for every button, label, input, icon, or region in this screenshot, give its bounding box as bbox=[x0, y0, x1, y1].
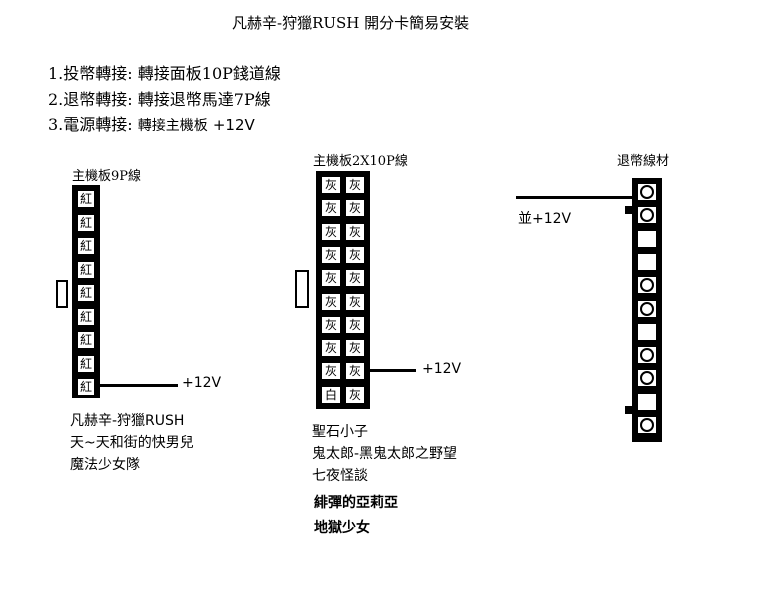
connector1-pin: 紅 bbox=[76, 306, 96, 327]
connector1-pin: 紅 bbox=[76, 189, 96, 209]
connector1-pin: 紅 bbox=[76, 259, 96, 280]
connector2-game-5: 地獄少女 bbox=[314, 520, 370, 536]
connector3-pin-hole bbox=[636, 298, 658, 319]
connector3-pin-hole bbox=[636, 368, 658, 389]
connector1-pin: 紅 bbox=[76, 212, 96, 233]
connector2-pin: 白 bbox=[320, 384, 342, 405]
hole-icon bbox=[640, 278, 654, 293]
hole-icon bbox=[640, 301, 654, 316]
step-3-head: 3.電源轉接: bbox=[48, 115, 133, 134]
connector1-game-3: 魔法少女隊 bbox=[70, 457, 140, 473]
step-3-body: 轉接主機板 bbox=[137, 118, 208, 134]
connector1-pin: 紅 bbox=[76, 330, 96, 350]
connector3-pin-hole bbox=[636, 205, 658, 226]
step-1: 1.投幣轉接: 轉接面板10P錢道線 bbox=[48, 60, 281, 84]
hole-icon bbox=[640, 185, 654, 199]
connector3-pin-hole bbox=[636, 275, 658, 296]
connector3-wire bbox=[516, 196, 634, 199]
connector2-pin: 灰 bbox=[344, 361, 366, 382]
connector1-label: 主機板9P線 bbox=[72, 169, 142, 184]
connector1-wire-label: +12V bbox=[182, 375, 222, 391]
connector1-pin: 紅 bbox=[76, 377, 96, 397]
connector2-pin: 灰 bbox=[344, 198, 366, 219]
step-2-body: 轉接退幣馬達7P線 bbox=[137, 90, 271, 109]
step-1-body: 轉接面板10P錢道線 bbox=[137, 64, 281, 83]
connector2-pin: 灰 bbox=[320, 221, 342, 242]
step-3-extra: +12V bbox=[212, 116, 255, 134]
connector2-pin: 灰 bbox=[320, 268, 342, 289]
connector2-pin: 灰 bbox=[320, 175, 342, 195]
step-2-head: 2.退幣轉接: bbox=[48, 90, 133, 109]
connector2-pin: 灰 bbox=[344, 221, 366, 242]
connector3-wire-label: 並+12V bbox=[518, 211, 572, 227]
connector1-pin: 紅 bbox=[76, 283, 96, 303]
step-3: 3.電源轉接: 轉接主機板 +12V bbox=[48, 111, 255, 135]
connector2-pin: 灰 bbox=[320, 198, 342, 219]
connector2-pin: 灰 bbox=[320, 244, 342, 265]
connector2-game-2: 鬼太郎-黑鬼太郎之野望 bbox=[312, 446, 458, 462]
step-2: 2.退幣轉接: 轉接退幣馬達7P線 bbox=[48, 86, 271, 110]
connector3-pin-hole bbox=[636, 415, 658, 435]
connector3-key-top bbox=[625, 206, 633, 214]
hole-icon bbox=[640, 348, 654, 363]
hole-icon bbox=[640, 418, 654, 432]
connector2-pin: 灰 bbox=[320, 338, 342, 359]
connector2-latch bbox=[295, 270, 309, 308]
connector2-wire-label: +12V bbox=[422, 361, 462, 377]
connector1-wire bbox=[98, 384, 178, 387]
connector2-pin: 灰 bbox=[344, 314, 366, 335]
connector2-pin: 灰 bbox=[320, 314, 342, 335]
page-title: 凡赫辛-狩獵RUSH 開分卡簡易安裝 bbox=[232, 14, 470, 32]
connector2-label: 主機板2X10P線 bbox=[313, 154, 408, 169]
connector3-pin-blank bbox=[636, 391, 658, 412]
connector2-game-1: 聖石小子 bbox=[312, 424, 368, 440]
connector2-pin: 灰 bbox=[344, 175, 366, 195]
connector2-pin: 灰 bbox=[344, 268, 366, 289]
connector2-wire bbox=[368, 369, 416, 372]
connector3-key-bottom bbox=[625, 406, 633, 414]
connector2-pin: 灰 bbox=[320, 361, 342, 382]
connector2-game-4: 緋彈的亞莉亞 bbox=[314, 495, 398, 511]
connector1-latch bbox=[56, 280, 68, 308]
connector1-game-1: 凡赫辛-狩獵RUSH bbox=[70, 413, 185, 429]
step-1-head: 1.投幣轉接: bbox=[48, 64, 133, 83]
connector2-pin: 灰 bbox=[320, 291, 342, 312]
connector3-label: 退幣線材 bbox=[617, 154, 670, 169]
connector1-pin: 紅 bbox=[76, 236, 96, 256]
connector1-pin: 紅 bbox=[76, 353, 96, 374]
connector3-pin-hole bbox=[636, 182, 658, 202]
connector3-pin-hole bbox=[636, 345, 658, 366]
connector3-pin-blank bbox=[636, 321, 658, 342]
connector2-game-3: 七夜怪談 bbox=[312, 468, 368, 484]
connector2-pin: 灰 bbox=[344, 291, 366, 312]
connector1-game-2: 天~天和街的快男兒 bbox=[70, 435, 194, 451]
connector2-pin: 灰 bbox=[344, 338, 366, 359]
connector2-pin: 灰 bbox=[344, 384, 366, 405]
connector3-pin-blank bbox=[636, 228, 658, 249]
connector2-pin: 灰 bbox=[344, 244, 366, 265]
hole-icon bbox=[640, 208, 654, 223]
connector3-pin-blank bbox=[636, 251, 658, 272]
hole-icon bbox=[640, 371, 654, 386]
